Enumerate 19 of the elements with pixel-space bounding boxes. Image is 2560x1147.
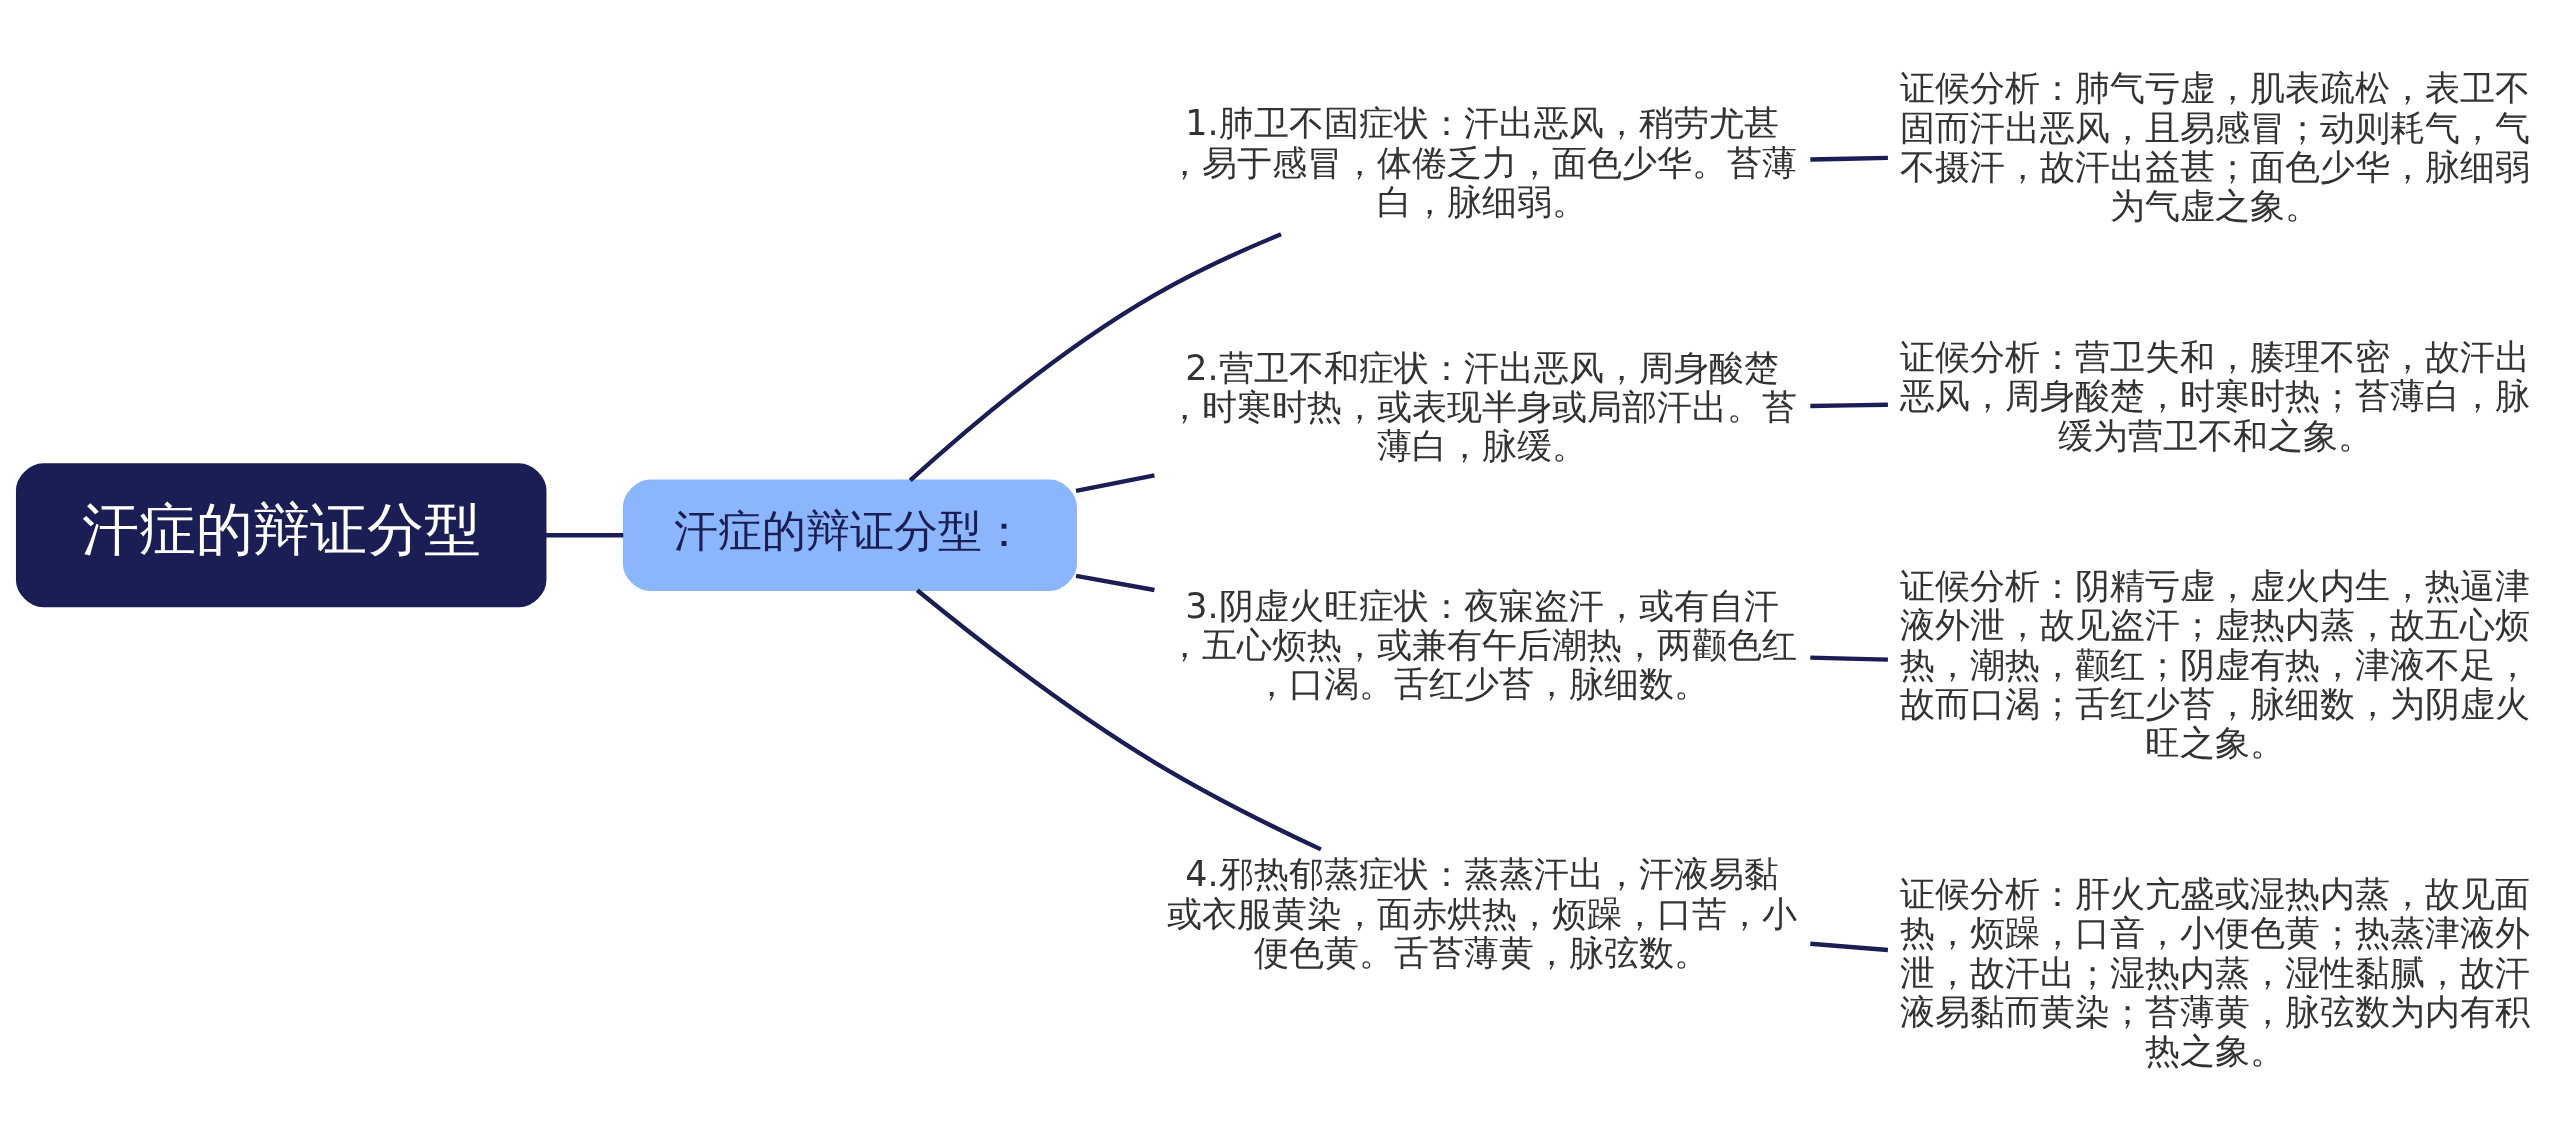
- node-text: 2.营卫不和症状：汗出恶风，周身酸楚，时寒时热，或表现半身或局部汗出。苔薄白，脉缓。: [1166, 347, 1797, 467]
- connector: [1810, 941, 1889, 953]
- connector: [915, 588, 1322, 852]
- node-box: 汗症的辩证分型：: [622, 479, 1077, 591]
- node-box: 汗症的辩证分型: [15, 463, 547, 608]
- connector: [1810, 155, 1888, 162]
- node-text: 证候分析：肝火亢盛或湿热内蒸，故见面热，烦躁，口音，小便色黄；热蒸津液外泄，故汗出；湿热内蒸，湿性黏腻，故汗液易黏而黄染；苔薄黄，脉弦数为内有积热之象。: [1900, 873, 2531, 1072]
- node-text: 1.肺卫不固症状：汗出恶风，稍劳尤甚，易于感冒，体倦乏力，面色少华。苔薄白，脉细弱。: [1166, 103, 1797, 222]
- node-text: 证候分析：营卫失和，腠理不密，故汗出恶风，周身酸楚，时寒时热；苔薄白，脉缓为营卫不和之象。: [1900, 336, 2531, 456]
- connector: [908, 232, 1282, 483]
- connector: [1810, 402, 1888, 409]
- connector: [1075, 573, 1155, 593]
- connector: [1075, 473, 1155, 494]
- node-text: 证候分析：肺气亏虚，肌表疏松，表卫不固而汗出恶风，且易感冒；动则耗气，气不摄汗，故汗出益甚；面色少华，脉细弱为气虚之象。: [1900, 68, 2531, 227]
- connector: [1810, 655, 1888, 662]
- node-text: 3.阴虚火旺症状：夜寐盗汗，或有自汗，五心烦热，或兼有午后潮热，两颧色红，口渴。舌红少苔，脉细数。: [1166, 585, 1797, 705]
- node-text: 4.邪热郁蒸症状：蒸蒸汗出，汗液易黏或衣服黄染，面赤烘热，烦躁，口苦，小便色黄。舌苔薄黄，脉弦数。: [1166, 854, 1797, 973]
- connector: [545, 533, 624, 538]
- node-text: 证候分析：阴精亏虚，虚火内生，热逼津液外泄，故见盗汗；虚热内蒸，故五心烦热，潮热，颧红；阴虚有热，津液不足，故而口渴；舌红少苔，脉细数，为阴虚火旺之象。: [1900, 566, 2531, 764]
